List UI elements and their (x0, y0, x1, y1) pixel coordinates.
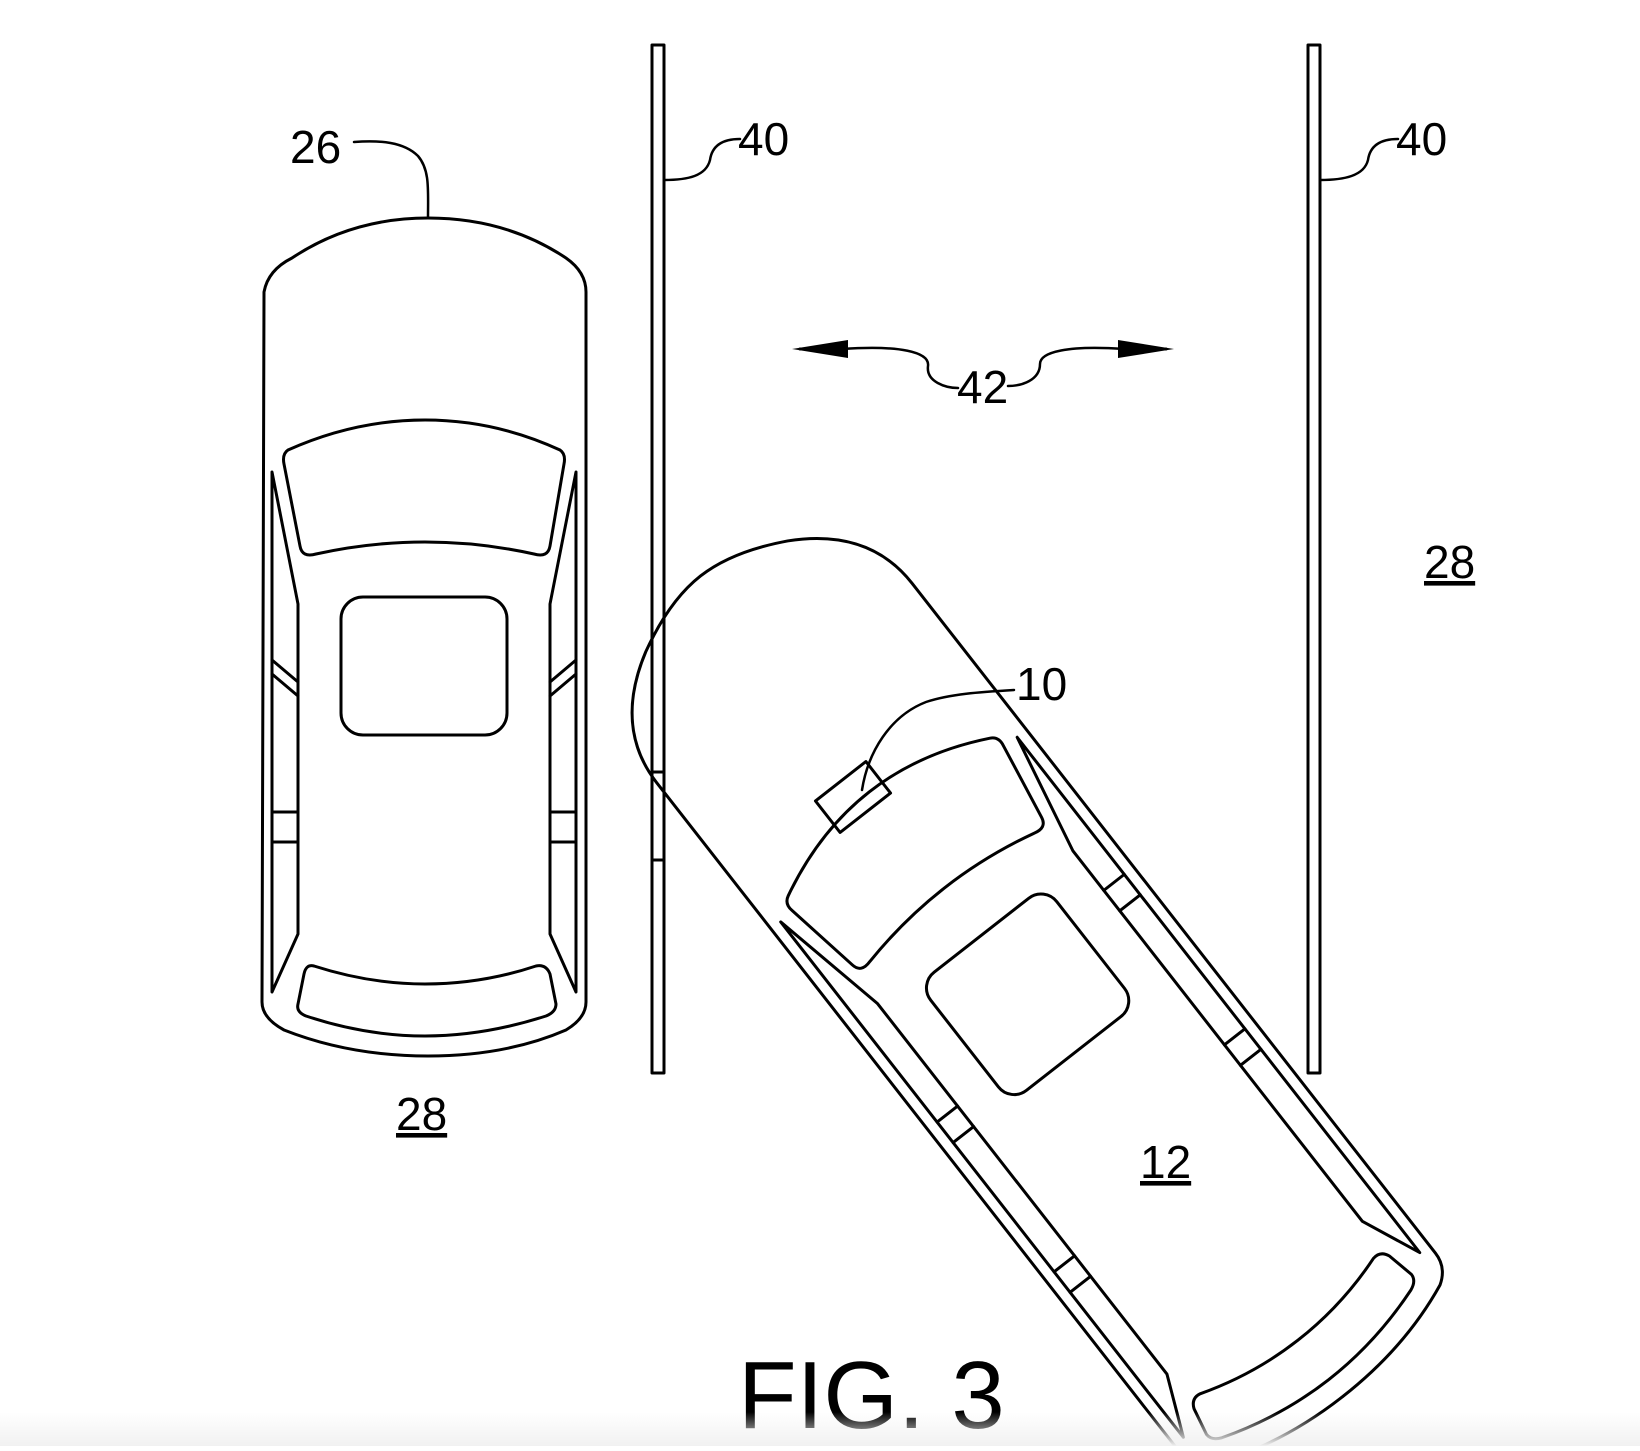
vehicle-12-pillar (1068, 1274, 1093, 1294)
vehicle-26-front-windshield (282, 418, 566, 557)
parking-line-40-left (650, 43, 666, 1075)
travel-direction-arrow-42 (792, 340, 1174, 390)
parked-vehicle-26 (260, 216, 588, 1058)
arrowhead-right (1118, 340, 1174, 358)
label-28-bottom: 28 (396, 1088, 447, 1140)
vehicle-26-body (260, 216, 588, 1058)
label-28-right: 28 (1424, 536, 1475, 588)
leader-26 (352, 140, 430, 220)
vehicle-12-right-side-window (1015, 735, 1422, 1255)
vehicle-26-left-pillar (270, 672, 300, 698)
vehicle-26-right-pillar (548, 658, 578, 684)
label-40-left: 40 (738, 113, 789, 165)
label-42: 42 (957, 361, 1008, 413)
label-26: 26 (290, 121, 341, 173)
vehicle-12-sunroof (924, 892, 1131, 1097)
vehicle-12-pillar (935, 1104, 960, 1124)
label-12: 12 (1140, 1136, 1191, 1188)
label-40-right: 40 (1396, 113, 1447, 165)
vehicle-12-pillar (1102, 872, 1126, 892)
label-10: 10 (1016, 658, 1067, 710)
vehicle-12-pillar (951, 1125, 976, 1145)
leader-40-right (1318, 137, 1400, 182)
vehicle-26-left-side-window (270, 470, 300, 994)
leader-10 (860, 688, 1016, 792)
vehicle-12-pillar (1118, 893, 1142, 913)
vehicle-26-sunroof (339, 595, 509, 737)
vehicle-26-left-pillar (270, 658, 300, 684)
bottom-edge-shade (0, 1412, 1640, 1446)
vehicle-12-left-side-window (779, 920, 1185, 1439)
leader-40-left (662, 137, 742, 182)
vehicle-12-pillar (1238, 1047, 1263, 1067)
arrowhead-left (792, 340, 848, 358)
vehicle-26-rear-window (296, 964, 558, 1038)
parking-line-40-right (1306, 43, 1322, 1075)
vehicle-12-body (630, 537, 1444, 1451)
vehicle-12-front-windshield (785, 736, 1045, 970)
vehicle-12-pillar (1222, 1027, 1247, 1047)
vehicle-26-right-side-window (548, 470, 578, 994)
vehicle-26-right-pillar (548, 672, 578, 698)
maneuvering-vehicle-12 (630, 537, 1444, 1451)
device-10 (813, 760, 893, 834)
vehicle-12-pillar (1052, 1254, 1077, 1274)
